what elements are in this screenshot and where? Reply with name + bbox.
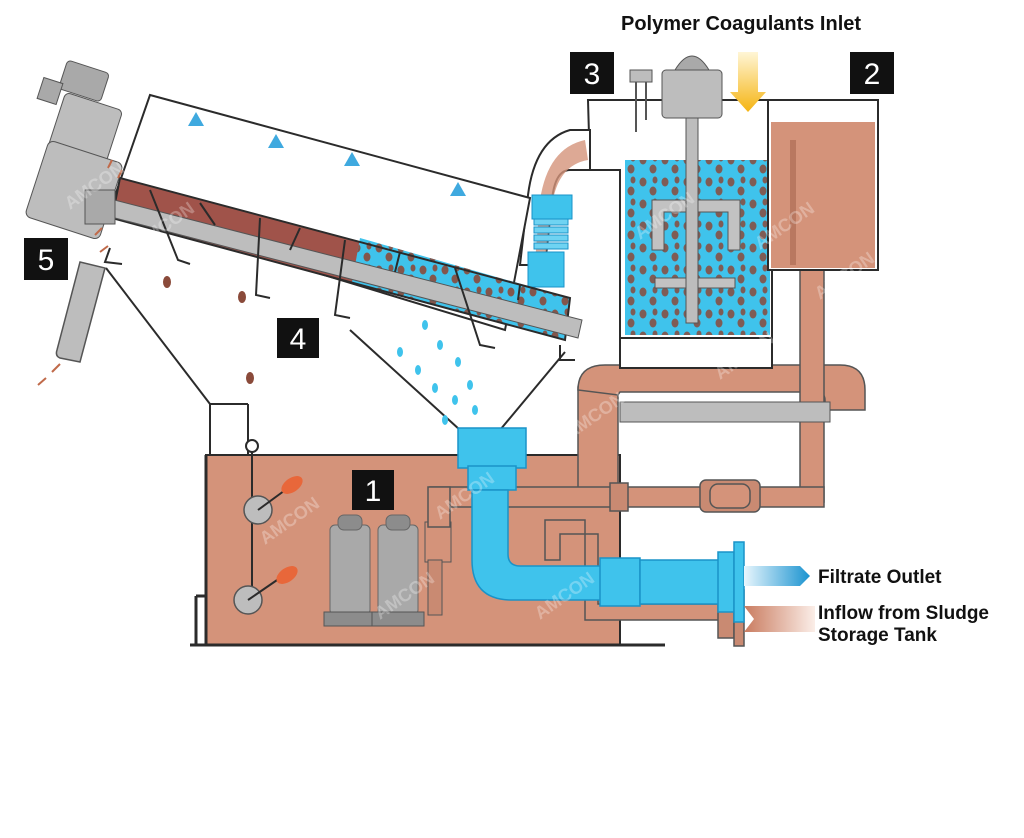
polymer-inlet-label: Polymer Coagulants Inlet xyxy=(621,13,861,35)
badge-1: 1 xyxy=(352,470,394,510)
support-frame xyxy=(105,267,566,455)
filtrate-outlet-label: Filtrate Outlet xyxy=(818,567,942,588)
badge-3: 3 xyxy=(570,52,614,94)
inflow-arrow xyxy=(744,606,815,632)
screw-press xyxy=(91,93,583,425)
dewatered-cake-bits xyxy=(37,159,123,386)
spray-nozzles xyxy=(188,112,466,196)
sludge-droplets xyxy=(163,276,254,384)
polymer-inlet-arrow xyxy=(730,52,766,112)
badge-1-number: 1 xyxy=(365,475,382,508)
filtrate-piping xyxy=(457,427,745,623)
tank-support-bar xyxy=(619,401,831,423)
cake-chute xyxy=(55,261,106,363)
badge-2: 2 xyxy=(850,52,894,94)
inflow-label-line2: Storage Tank xyxy=(818,625,937,646)
badge-5-number: 5 xyxy=(38,244,55,277)
level-float-switches xyxy=(233,439,303,615)
sludge-holding-tank xyxy=(767,99,879,271)
badge-4: 4 xyxy=(277,318,319,358)
flocculation-tank xyxy=(586,55,776,369)
feed-connector-pipe xyxy=(518,129,591,288)
badge-3-number: 3 xyxy=(584,58,601,91)
submersible-pumps xyxy=(323,514,452,627)
drive-motor xyxy=(25,60,123,240)
badge-5: 5 xyxy=(24,238,68,280)
filtrate-droplets xyxy=(397,320,478,425)
inflow-label-line1: Inflow from Sludge xyxy=(818,603,989,624)
badge-4-number: 4 xyxy=(290,323,307,356)
badge-2-number: 2 xyxy=(864,58,881,91)
filtrate-outlet-arrow xyxy=(744,566,810,586)
